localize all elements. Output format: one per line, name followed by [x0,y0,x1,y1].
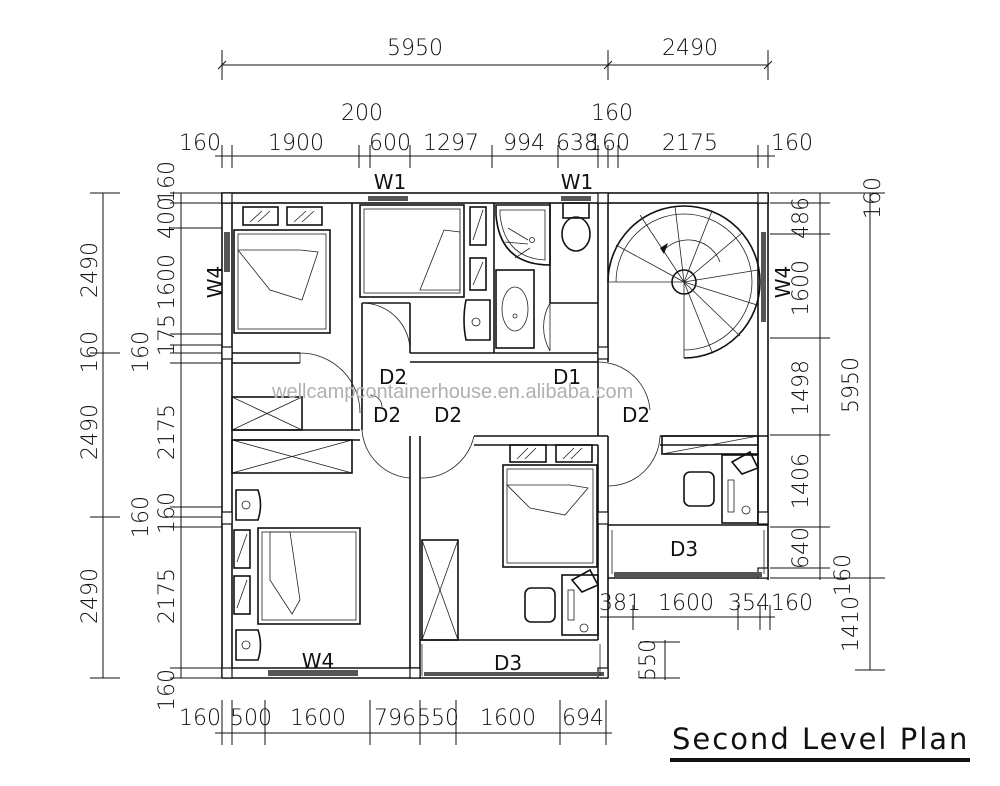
bed-top-left [233,206,331,334]
dim-550: 550 [417,706,459,731]
door-label-d2: D2 [373,403,401,427]
dim-796: 796 [374,706,416,731]
dim-1900: 1900 [268,131,324,156]
door-label-d3: D3 [494,651,522,675]
dim-1406: 1406 [789,453,814,509]
plan-title: Second Level Plan [670,722,970,762]
top-detail-dimension: 160 1900 200 600 1297 994 638 160 160 21… [179,101,813,168]
dim-400: 400 [155,197,180,239]
dim-550: 550 [636,639,661,681]
dim-1600: 1600 [658,591,714,616]
bed-bottom-middle [502,444,598,568]
door-label-d2: D2 [622,403,650,427]
door-label-d2: D2 [379,365,407,389]
window-label-w1: W1 [374,170,407,194]
bottom-dimensions: 160 500 1600 796 550 1600 694 160 [179,700,612,745]
dim-160: 160 [831,554,856,596]
dim-160: 160 [155,161,180,203]
door-label-d1: D1 [553,365,581,389]
dim-160: 160 [155,492,180,534]
dim-2175: 2175 [155,568,180,624]
dim-1498: 1498 [789,360,814,416]
dim-160: 160 [179,706,221,731]
dim-5950: 5950 [839,357,864,413]
dim-2490: 2490 [78,568,103,624]
dim-160: 160 [179,131,221,156]
window-label-w4: W4 [203,266,227,299]
window-label-w4: W4 [771,266,795,299]
spiral-staircase [607,205,761,359]
dim-354: 354 [728,591,770,616]
dim-500: 500 [230,706,272,731]
windows [224,196,766,676]
dim-160: 160 [861,177,886,219]
window-label-w4: W4 [302,649,335,673]
dim-381: 381 [599,591,641,616]
dim-175: 175 [155,314,180,356]
page-title: Second Level Plan [672,722,969,756]
dim-1600: 1600 [290,706,346,731]
dim-2490: 2490 [78,404,103,460]
bed-bottom-left [233,489,361,661]
dim-600: 600 [369,131,411,156]
left-dimensions: 2490 160 400 1600 175 160 160 2490 2175 … [78,161,222,711]
room-labels: W1 W1 W4 W4 W4 D1 D2 D2 D2 D2 D3 D3 [203,170,795,675]
dim-160: 160 [78,331,103,373]
dim-2175: 2175 [155,404,180,460]
dim-2175: 2175 [662,131,718,156]
dim-160: 160 [129,496,154,538]
dim-top-5950: 5950 [387,36,443,61]
dim-top-2490: 2490 [662,36,718,61]
bathroom-fixtures [463,202,591,349]
doors [299,302,661,487]
bed-top-middle [359,204,487,298]
dim-1600: 1600 [155,254,180,310]
dim-160: 160 [771,591,813,616]
top-overall-dimension: 5950 2490 [217,36,773,80]
dim-2490: 2490 [78,242,103,298]
dim-1297: 1297 [423,131,479,156]
dim-160: 160 [588,131,630,156]
dim-694: 694 [562,706,604,731]
window-label-w1: W1 [561,170,594,194]
dim-160: 160 [129,331,154,373]
door-label-d3: D3 [670,537,698,561]
dim-1410: 1410 [839,596,864,652]
balcony-dimensions: 381 1600 354 160 550 [599,591,813,681]
door-label-d2: D2 [434,403,462,427]
dim-638: 638 [556,131,598,156]
watermark: wellcampcontainerhouse.en.alibaba.com [271,381,633,403]
wardrobes [231,396,759,641]
dim-486: 486 [789,197,814,239]
dim-994: 994 [503,131,545,156]
dim-160: 160 [155,669,180,711]
dim-1600: 1600 [480,706,536,731]
desks [524,450,760,636]
dim-200: 200 [341,101,383,126]
right-dimensions: 160 486 1600 1498 5950 1406 640 160 1410 [770,177,886,671]
dim-640: 640 [789,527,814,569]
dim-1600: 1600 [789,260,814,316]
dim-160: 160 [771,131,813,156]
balconies [421,530,765,676]
dim-160: 160 [591,101,633,126]
